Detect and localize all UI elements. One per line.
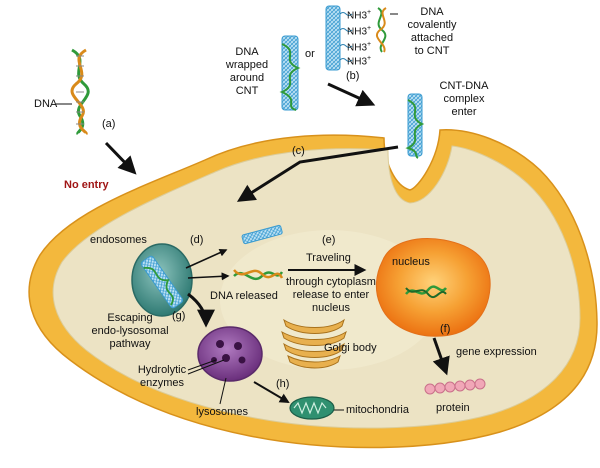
- enzyme-pointer-1: [187, 359, 217, 371]
- protein-chain: [424, 378, 486, 395]
- lysosome-pointer: [219, 377, 227, 405]
- dna-released-label: DNA released: [210, 290, 278, 302]
- endosomes-label: endosomes: [90, 234, 147, 246]
- covalent-dna-helix: [375, 7, 398, 53]
- step-d-label: (d): [190, 234, 204, 246]
- traveling-label: Traveling: [306, 252, 351, 264]
- nh3-label-2: NH3+: [347, 25, 372, 38]
- nh3-label-3: NH3+: [347, 41, 372, 54]
- mitochondria: [289, 396, 335, 420]
- nucleus-label: nucleus: [392, 256, 430, 268]
- step-b-label: (b): [346, 70, 360, 82]
- lysosome: [197, 326, 263, 382]
- hydrolytic-enzymes-label: Hydrolytic enzymes: [137, 364, 187, 389]
- free-dna-helix: [56, 48, 90, 136]
- step-e-label: (e): [322, 234, 336, 246]
- step-g-label: (g): [172, 310, 186, 322]
- golgi-body: [281, 318, 347, 369]
- cnt-dna-complex-entering: [405, 93, 425, 159]
- cnt-nh3-functionalized: [325, 5, 353, 71]
- mitochondria-label: mitochondria: [346, 404, 409, 416]
- through-cytoplasm-label: through cytoplasm release to enter nucle…: [286, 276, 376, 314]
- protein-label: protein: [436, 402, 470, 414]
- arrow-entry-path: [236, 145, 399, 202]
- nucleus: [375, 238, 491, 337]
- step-c-label: (c): [292, 145, 305, 157]
- or-label: or: [305, 48, 315, 60]
- arrow-no-entry: [104, 141, 137, 175]
- lysosomes-label: lysosomes: [196, 406, 248, 418]
- nh3-label-4: NH3+: [347, 55, 372, 68]
- dna-label: DNA: [34, 98, 58, 110]
- arrow-cnt-to-cell: [327, 82, 376, 107]
- escaping-pathway-label: Escaping endo-lysosomal pathway: [91, 312, 169, 350]
- dna-covalent-label: DNA covalently attached to CNT: [407, 6, 457, 57]
- endosome: [131, 243, 193, 317]
- arrow-to-cnt: [185, 248, 228, 269]
- nh3-label-1: NH3+: [347, 9, 372, 22]
- released-cnt: [241, 224, 283, 245]
- cnt-wrapped-dna: [279, 35, 301, 111]
- arrow-to-mitochondria: [253, 381, 290, 404]
- arrow-to-dna: [187, 272, 230, 281]
- dna-wrapped-label: DNA wrapped around CNT: [225, 46, 269, 97]
- gene-expression-label: gene expression: [456, 346, 537, 358]
- released-dna: [233, 269, 284, 281]
- enzyme-pointer-2: [187, 359, 225, 375]
- step-f-label: (f): [440, 323, 451, 335]
- golgi-label: Golgi body: [324, 342, 377, 354]
- cnt-dna-enter-label: CNT-DNA complex enter: [439, 80, 489, 118]
- no-entry-label: No entry: [64, 179, 109, 191]
- arrow-gene-expression: [432, 337, 450, 376]
- arrow-to-lysosome: [187, 292, 215, 328]
- step-a-label: (a): [102, 118, 116, 130]
- step-h-label: (h): [276, 378, 290, 390]
